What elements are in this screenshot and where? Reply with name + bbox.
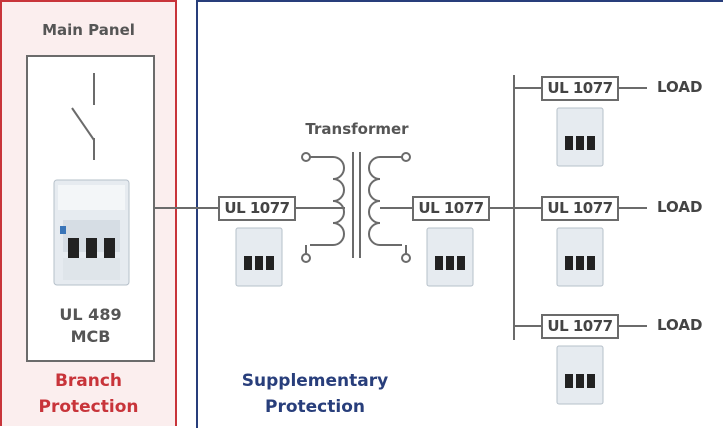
- load-label-3: LOAD: [657, 316, 703, 334]
- branch-protection-line1: Branch: [54, 371, 123, 391]
- ul1077-primary-box: UL 1077: [218, 196, 296, 221]
- branch-protection-label: Branch Protection: [0, 368, 177, 420]
- ul1077-branch-1-box: UL 1077: [541, 76, 619, 101]
- terminal-pri-bottom: [301, 253, 311, 263]
- supplementary-protection-line1: Supplementary: [241, 371, 389, 391]
- load-label-2: LOAD: [657, 198, 703, 216]
- supplementary-protection-line2: Protection: [265, 397, 365, 417]
- main-panel-title: Main Panel: [42, 21, 135, 39]
- breaker-image-branch-3: [556, 345, 604, 405]
- mcb-breaker-image: [53, 179, 130, 286]
- secondary-coil: [368, 156, 402, 246]
- primary-coil: [310, 156, 345, 246]
- load-label-1: LOAD: [657, 78, 703, 96]
- transformer-label: Transformer: [305, 120, 409, 138]
- mcb-label: UL 489 MCB: [26, 304, 155, 348]
- terminal-sec-bottom: [401, 253, 411, 263]
- ul1077-branch-2-box: UL 1077: [541, 196, 619, 221]
- breaker-image-primary: [235, 227, 283, 287]
- supplementary-protection-region: [196, 0, 723, 428]
- mcb-rating: UL 489: [59, 305, 122, 324]
- terminal-sec-top: [401, 152, 411, 162]
- ul1077-secondary-box: UL 1077: [412, 196, 490, 221]
- terminal-pri-top: [301, 152, 311, 162]
- switch-blade: [71, 107, 95, 141]
- breaker-image-secondary: [426, 227, 474, 287]
- mcb-type: MCB: [70, 327, 111, 346]
- breaker-image-branch-2: [556, 227, 604, 287]
- branch-protection-line2: Protection: [38, 397, 139, 417]
- breaker-image-branch-1: [556, 107, 604, 167]
- ul1077-branch-3-box: UL 1077: [541, 314, 619, 339]
- supplementary-protection-label: Supplementary Protection: [220, 368, 410, 420]
